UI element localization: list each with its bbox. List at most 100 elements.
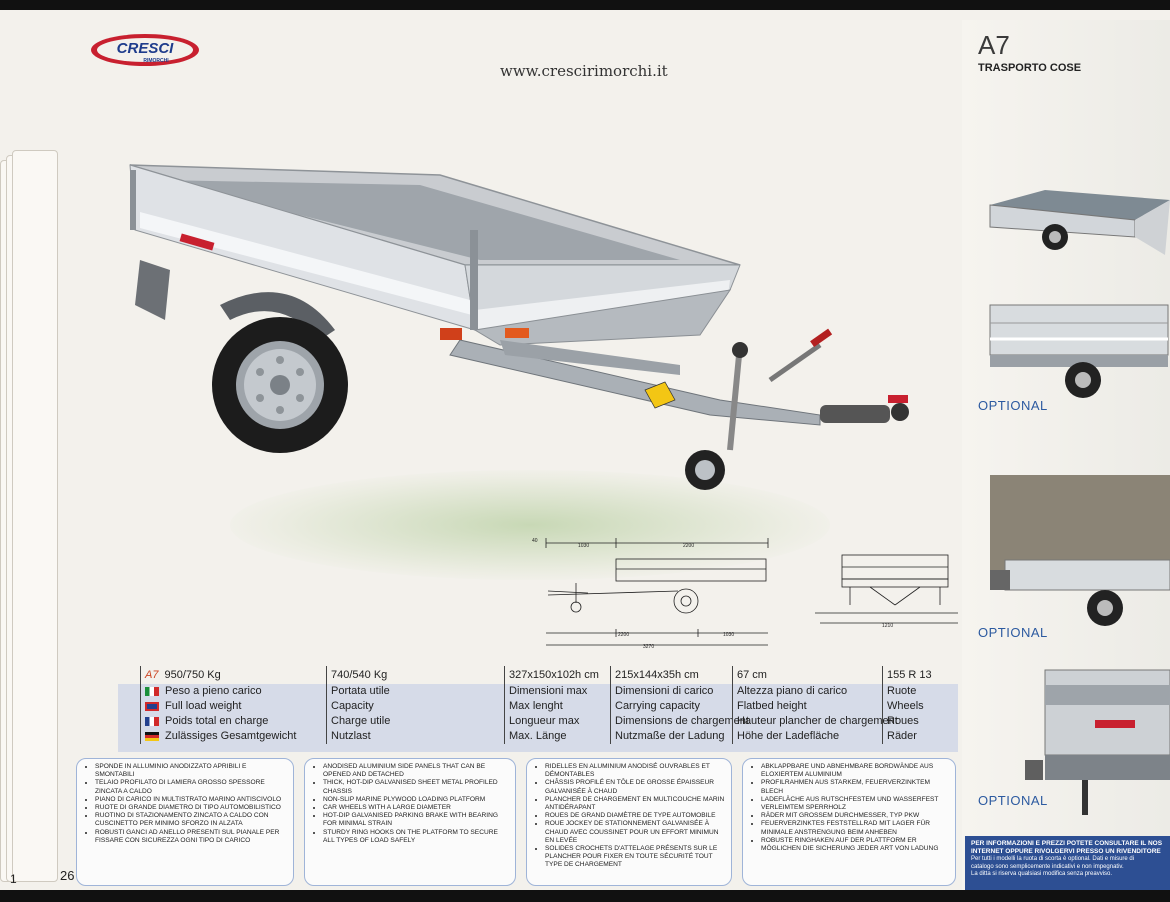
features-box-it: SPONDE IN ALLUMINIO ANODIZZATO APRIBILI … bbox=[76, 758, 294, 886]
spec-value: 215x144x35h cm bbox=[615, 669, 699, 681]
info-line-5: La ditta si riserva qualsiasi modifica s… bbox=[971, 871, 1113, 877]
spec-col-max-dims: 327x150x102h cm Dimensioni max Max lengh… bbox=[504, 666, 610, 744]
spec-label: Wheels bbox=[887, 700, 924, 712]
feature-item: PIANO DI CARICO IN MULTISTRATO MARINO AN… bbox=[95, 796, 287, 804]
feature-item: PROFILRAHMEN AUS STARKEM, FEUERVERZINKTE… bbox=[761, 779, 949, 795]
spec-label: Altezza piano di carico bbox=[737, 685, 848, 697]
spec-col-capacity: 740/540 Kg Portata utile Capacity Charge… bbox=[326, 666, 504, 744]
scan-top-border bbox=[0, 0, 1170, 10]
spec-label: Charge utile bbox=[331, 715, 391, 727]
feature-item: RIDELLES EN ALUMINIUM ANODISÉ OUVRABLES … bbox=[545, 763, 725, 779]
spec-model-tag: A7 bbox=[145, 669, 159, 681]
technical-drawing-side: 40 1030 2200 2200 1030 3270 bbox=[532, 538, 769, 650]
feature-item: FEUERVERZINKTES FESTSTELLRAD MIT LAGER F… bbox=[761, 820, 949, 836]
optional-image-sides bbox=[989, 304, 1169, 398]
spec-value: 740/540 Kg bbox=[331, 669, 388, 681]
spec-label: Max. Länge bbox=[509, 730, 567, 742]
feature-item: PLANCHER DE CHARGEMENT EN MULTICOUCHE MA… bbox=[545, 796, 725, 812]
info-line-1: PER INFORMAZIONI E PREZZI POTETE CONSULT… bbox=[971, 840, 1163, 847]
optional-image-cover bbox=[990, 475, 1170, 626]
optional-image-tailgate bbox=[1025, 669, 1170, 815]
spec-label: Dimensions de chargement bbox=[615, 715, 749, 727]
spec-col-weight: A7 950/750 Kg Peso a pieno carico Full lo… bbox=[140, 666, 326, 744]
spec-label: Ruote bbox=[887, 685, 917, 697]
dim-2200-bottom: 2200 bbox=[618, 632, 629, 638]
spec-label: Dimensioni max bbox=[509, 685, 588, 697]
spec-band bbox=[118, 684, 958, 752]
spec-label: Höhe der Ladefläche bbox=[737, 730, 840, 742]
spec-weight-value: 950/750 Kg bbox=[164, 669, 221, 681]
info-line-4: catalogo sono semplicemente indicativi e… bbox=[971, 863, 1124, 870]
info-line-3: Per tutti i modelli la ruota di scorta è… bbox=[971, 856, 1135, 862]
feature-item: SOLIDES CROCHETS D'ATTELAGE PRÉSENTS SUR… bbox=[545, 845, 725, 870]
page-stack-edge bbox=[0, 150, 70, 890]
spec-label-fr: Poids total en charge bbox=[165, 715, 269, 727]
spec-label: Portata utile bbox=[331, 685, 390, 697]
spec-col-wheels: 155 R 13 Ruote Wheels Roues Räder bbox=[882, 666, 958, 744]
feature-item: CHÂSSIS PROFILÉ EN TÔLE DE GROSSE ÉPAISS… bbox=[545, 779, 725, 795]
feature-item: ROBUSTE RINGHAKEN AUF DER PLATTFORM ER M… bbox=[761, 837, 949, 853]
logo-text: CRESCI bbox=[117, 40, 175, 57]
spec-label: Räder bbox=[887, 730, 917, 742]
dim-40: 40 bbox=[532, 538, 538, 544]
feature-item: SPONDE IN ALLUMINIO ANODIZZATO APRIBILI … bbox=[95, 763, 287, 779]
optional-image-ramp bbox=[989, 190, 1170, 255]
cresci-logo: CRESCI RIMORCHI bbox=[91, 34, 199, 66]
model-subtitle: TRASPORTO COSE bbox=[978, 62, 1082, 74]
feature-item: NON-SLIP MARINE PLYWOOD LOADING PLATFORM bbox=[323, 796, 509, 804]
spec-label-de: Zulässiges Gesamtgewicht bbox=[165, 730, 297, 742]
feature-item: RUOTINO DI STAZIONAMENTO ZINCATO A CALDO… bbox=[95, 812, 287, 828]
optional-label-3: OPTIONAL bbox=[978, 793, 1048, 808]
spec-label-en: Full load weight bbox=[165, 700, 242, 712]
spec-value: 155 R 13 bbox=[887, 669, 932, 681]
spec-value: 327x150x102h cm bbox=[509, 669, 599, 681]
dim-1030-bottom: 1030 bbox=[723, 632, 734, 638]
feature-item: HOT-DIP GALVANISED PARKING BRAKE WITH BE… bbox=[323, 812, 509, 828]
dim-1030-top: 1030 bbox=[578, 543, 589, 549]
spec-label: Max lenght bbox=[509, 700, 563, 712]
feature-item: ROBUSTI GANCI AD ANELLO PRESENTI SUL PIA… bbox=[95, 829, 287, 845]
spec-label: Dimensioni di carico bbox=[615, 685, 714, 697]
spec-label: Capacity bbox=[331, 700, 374, 712]
spec-label: Hauteur plancher de chargement bbox=[737, 715, 898, 727]
flag-it-icon bbox=[145, 686, 159, 696]
trailer-hero-image bbox=[129, 164, 909, 490]
catalog-page: CRESCI RIMORCHI www.crescirimorchi.it bbox=[0, 10, 1170, 890]
technical-drawing-rear: 1210 bbox=[815, 554, 958, 629]
feature-item: STURDY RING HOOKS ON THE PLATFORM TO SEC… bbox=[323, 829, 509, 845]
spec-col-flatbed: 67 cm Altezza piano di carico Flatbed he… bbox=[732, 666, 898, 744]
flag-fr-icon bbox=[145, 716, 159, 726]
dim-2200-top: 2200 bbox=[683, 543, 694, 549]
page-number-left: 1 bbox=[10, 872, 17, 886]
features-box-de: ABKLAPPBARE UND ABNEHMBARE BORDWÄNDE AUS… bbox=[742, 758, 956, 886]
spec-value: 67 cm bbox=[737, 669, 767, 681]
flag-de-icon bbox=[145, 731, 159, 741]
feature-item: RÄDER MIT GROSSEM DURCHMESSER, TYP PKW bbox=[761, 812, 949, 820]
flag-uk-icon bbox=[145, 701, 159, 711]
feature-item: ANODISED ALUMINIUM SIDE PANELS THAT CAN … bbox=[323, 763, 509, 779]
website-url: www.crescirimorchi.it bbox=[500, 62, 668, 80]
scan-bottom-border bbox=[0, 890, 1170, 902]
features-box-en: ANODISED ALUMINIUM SIDE PANELS THAT CAN … bbox=[304, 758, 516, 886]
feature-item: LADEFLÄCHE AUS RUTSCHFESTEM UND WASSERFE… bbox=[761, 796, 949, 812]
feature-item: TELAIO PROFILATO DI LAMIERA GROSSO SPESS… bbox=[95, 779, 287, 795]
dim-3270: 3270 bbox=[643, 644, 654, 650]
spec-col-load-dims: 215x144x35h cm Dimensioni di carico Carr… bbox=[610, 666, 749, 744]
dim-1210: 1210 bbox=[882, 623, 893, 629]
feature-item: CAR WHEELS WITH A LARGE DIAMETER bbox=[323, 804, 509, 812]
spec-label-it: Peso a pieno carico bbox=[165, 685, 262, 697]
model-code: A7 bbox=[978, 30, 1010, 60]
hero-shadow bbox=[230, 470, 830, 580]
page-number: 26 bbox=[60, 868, 75, 883]
spec-label: Carrying capacity bbox=[615, 700, 700, 712]
feature-item: ROUE JOCKEY DE STATIONNEMENT GALVANISÉE … bbox=[545, 820, 725, 845]
spec-label: Nutzmaße der Ladung bbox=[615, 730, 725, 742]
optional-label-2: OPTIONAL bbox=[978, 625, 1048, 640]
feature-item: ABKLAPPBARE UND ABNEHMBARE BORDWÄNDE AUS… bbox=[761, 763, 949, 779]
feature-item: RUOTE DI GRANDE DIAMETRO DI TIPO AUTOMOB… bbox=[95, 804, 287, 812]
spec-label: Roues bbox=[887, 715, 919, 727]
feature-item: ROUES DE GRAND DIAMÈTRE DE TYPE AUTOMOBI… bbox=[545, 812, 725, 820]
optional-label-1: OPTIONAL bbox=[978, 398, 1048, 413]
spec-label: Flatbed height bbox=[737, 700, 807, 712]
info-line-2: INTERNET OPPURE RIVOLGERVI PRESSO UN RIV… bbox=[971, 848, 1161, 855]
